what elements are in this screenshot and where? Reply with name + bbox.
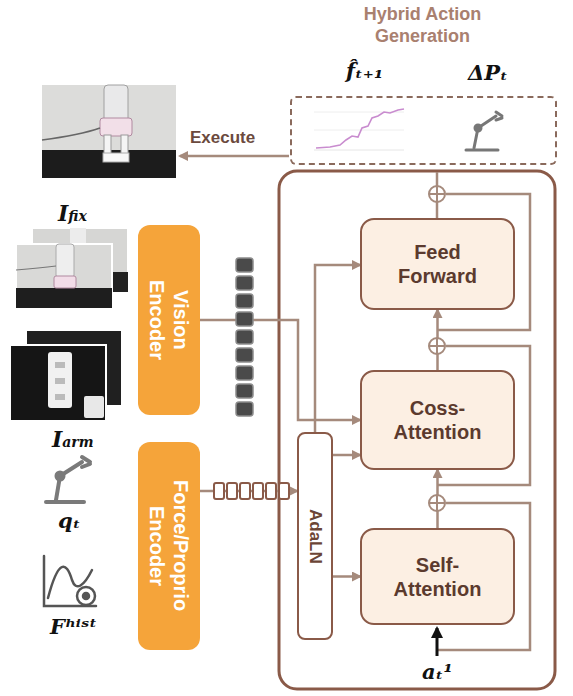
fixed-camera-images bbox=[56, 244, 74, 278]
vision-tokens bbox=[236, 402, 253, 416]
node-label: Hybrid Action Generation bbox=[340, 4, 505, 47]
add-symbol bbox=[429, 338, 445, 354]
vision-tokens bbox=[236, 258, 253, 272]
wrist-camera-images bbox=[10, 345, 106, 421]
node-label: Force/Proprio Encoder bbox=[145, 471, 193, 621]
wrist-camera-images bbox=[10, 330, 122, 421]
robot-arm-icon bbox=[475, 125, 481, 131]
execute-arrow bbox=[180, 156, 289, 157]
connector bbox=[315, 265, 360, 432]
adaln-box: AdaLN bbox=[297, 432, 333, 640]
image-symbol: Ifix bbox=[58, 200, 87, 226]
add-symbol bbox=[429, 495, 445, 511]
node-symbol: f̂ₜ₊₁ bbox=[346, 58, 383, 83]
feed-forward-box: Feed Forward bbox=[360, 218, 515, 310]
node-symbol: ΔPₜ bbox=[468, 60, 508, 85]
robot-photo bbox=[103, 153, 129, 162]
joint-state-icon bbox=[82, 457, 90, 467]
wrist-camera-images bbox=[84, 396, 104, 418]
joint-state-icon bbox=[57, 473, 64, 480]
encoder-box: Force/Proprio Encoder bbox=[138, 442, 200, 650]
execute-arrow bbox=[180, 155, 289, 158]
residual-lines bbox=[436, 172, 439, 186]
vision-tokens bbox=[236, 384, 253, 398]
action-label: Execute bbox=[190, 128, 255, 148]
vision-tokens bbox=[236, 348, 253, 362]
force-history-icon bbox=[83, 593, 89, 599]
force-tokens bbox=[279, 483, 289, 499]
transformer-block bbox=[279, 171, 555, 689]
force-history-icon bbox=[48, 567, 92, 598]
node-label: AdaLN bbox=[305, 509, 325, 564]
node-label: Coss-Attention bbox=[379, 396, 497, 444]
vision-tokens bbox=[236, 330, 253, 344]
force-tokens bbox=[227, 483, 237, 499]
node-label: Self-Attention bbox=[379, 553, 497, 601]
vision-tokens bbox=[236, 294, 253, 308]
wrist-camera-images bbox=[48, 352, 72, 408]
force-history-icon bbox=[77, 587, 95, 605]
input-arrow bbox=[436, 628, 439, 656]
force-plot-icon bbox=[314, 150, 404, 151]
add-symbol bbox=[429, 495, 445, 511]
robot-arm-icon bbox=[496, 112, 502, 120]
attention-box: Coss-Attention bbox=[360, 370, 515, 470]
add-symbol bbox=[429, 186, 445, 202]
force-plot-icon bbox=[314, 130, 404, 131]
connector bbox=[333, 454, 360, 457]
robot-photo bbox=[100, 118, 132, 136]
force-symbol: Fʰⁱˢᵗ bbox=[50, 614, 97, 639]
robot-photo bbox=[42, 85, 176, 178]
attention-box: Self-Attention bbox=[360, 528, 515, 625]
force-history-icon bbox=[44, 556, 96, 606]
force-history-icon bbox=[44, 556, 96, 606]
action-symbol: aₜ¹ bbox=[422, 659, 453, 684]
vision-tokens bbox=[236, 276, 253, 290]
wrist-camera-images bbox=[55, 378, 65, 384]
force-tokens bbox=[214, 483, 224, 499]
vision-tokens bbox=[236, 312, 253, 326]
fixed-camera-images bbox=[16, 244, 112, 308]
robot-photo bbox=[42, 85, 176, 178]
wrist-camera-images bbox=[55, 394, 65, 400]
force-tokens bbox=[214, 483, 289, 499]
fixed-camera-images bbox=[16, 288, 112, 308]
robot-photo bbox=[42, 128, 100, 140]
robot-arm-icon bbox=[466, 112, 502, 150]
connector bbox=[333, 575, 360, 578]
fixed-camera-images bbox=[16, 228, 128, 308]
joint-state-icon bbox=[46, 500, 84, 504]
fixed-camera-images bbox=[16, 266, 56, 270]
wrist-camera-images bbox=[55, 362, 65, 368]
force-tokens bbox=[266, 483, 276, 499]
robot-photo bbox=[104, 135, 111, 155]
robot-photo bbox=[104, 85, 128, 123]
add-symbol bbox=[429, 338, 445, 354]
fixed-camera-images bbox=[54, 276, 76, 288]
robot-photo bbox=[121, 135, 128, 155]
action-output-box: Hybrid Action Generation f̂ₜ₊₁ ΔPₜ bbox=[288, 4, 557, 165]
state-symbol: qₜ bbox=[58, 508, 80, 533]
force-plot-icon bbox=[312, 104, 406, 156]
image-symbol: Iarm bbox=[52, 426, 94, 452]
residual-lines bbox=[436, 202, 439, 218]
input-arrow bbox=[437, 628, 438, 656]
force-plot-icon bbox=[312, 104, 406, 156]
vision-tokens bbox=[236, 258, 253, 416]
force-plot-icon bbox=[316, 109, 404, 148]
encoder-box: Vision Encoder bbox=[138, 225, 200, 415]
joint-state-icon bbox=[46, 457, 90, 502]
transformer-block bbox=[279, 171, 555, 689]
connector bbox=[200, 320, 360, 420]
node-label: Feed Forward bbox=[383, 240, 493, 288]
vision-tokens bbox=[236, 366, 253, 380]
dashed-border bbox=[290, 96, 557, 165]
node-label: Vision Encoder bbox=[145, 265, 193, 375]
force-tokens bbox=[253, 483, 263, 499]
force-tokens bbox=[240, 483, 250, 499]
robot-photo bbox=[42, 150, 176, 178]
add-symbol bbox=[429, 186, 445, 202]
robot-arm-icon bbox=[466, 149, 498, 152]
